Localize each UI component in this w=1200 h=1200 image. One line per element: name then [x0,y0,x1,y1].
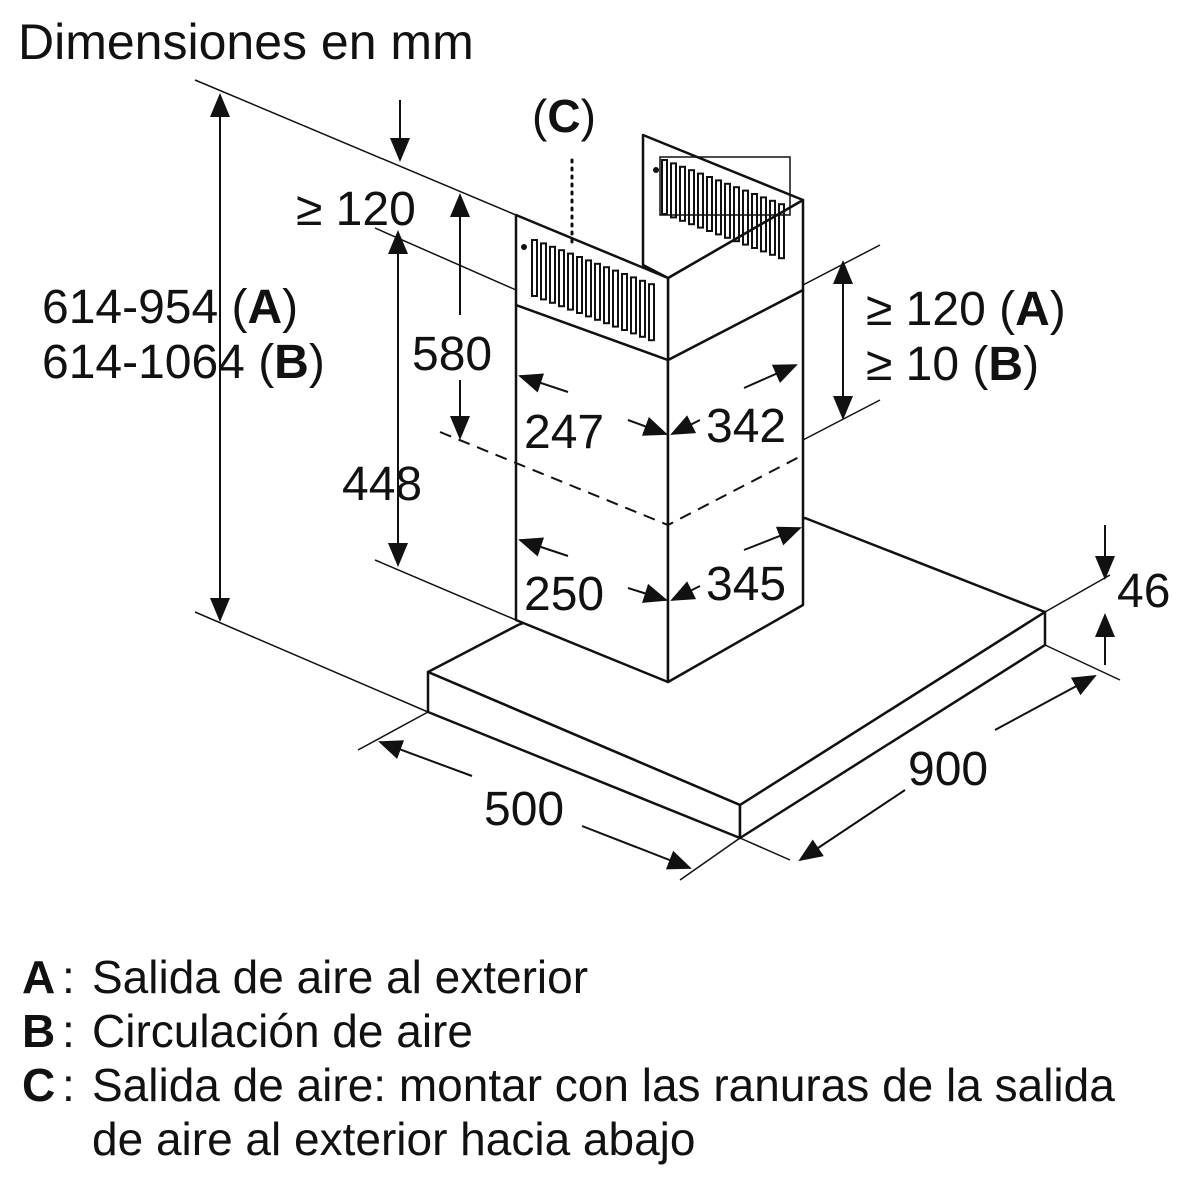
label-247: 247 [524,406,604,459]
vent-slot [715,179,722,236]
screw-icon [653,167,659,173]
w342-arrow-right [743,364,798,389]
vent-slot [733,186,740,243]
upper-chimney [514,133,805,362]
d500-arrow-right [581,825,692,870]
vent-slot [630,276,637,335]
legend-text: Salida de aire: montar con las ranuras d… [92,1059,1115,1165]
vent-slot [670,162,677,219]
legend-text: Circulación de aire [92,1005,473,1057]
vent-slot [724,182,731,239]
vent-slot [603,266,610,325]
vent-slot [576,256,583,314]
vent-slots-left [531,239,655,342]
vent-slot [531,239,538,297]
vent-slot [769,199,776,256]
label-right-a: ≥ 120 (A) [866,283,1066,336]
legend: A:Salida de aire al exterior B:Circulaci… [22,950,1192,1166]
label-345: 345 [706,558,786,611]
vent-slot [751,193,758,249]
label-height-a: 614-954 (A) [42,281,298,334]
vent-slot [540,242,547,301]
diagram-title: Dimensiones en mm [18,14,474,70]
legend-item-a: A:Salida de aire al exterior [22,950,1192,1004]
legend-key: B [22,1005,56,1057]
vent-slot [585,259,592,318]
label-342: 342 [706,400,786,453]
label-right-b: ≥ 10 (B) [866,338,1039,391]
vent-slot [639,279,646,338]
lower-chimney [514,288,805,684]
vent-slot [742,189,749,246]
label-448: 448 [342,458,422,511]
vent-slot [648,283,655,342]
label-580: 580 [412,328,492,381]
label-250: 250 [524,568,604,621]
legend-item-c: C:Salida de aire: montar con las ranuras… [22,1058,1192,1166]
d500-arrow-left [378,740,473,777]
vent-slot [688,169,695,226]
legend-text: Salida de aire al exterior [92,951,589,1003]
w342-arrow-left [670,415,701,435]
vent-slots-back [661,159,785,260]
vent-slot [549,245,556,304]
w900-arrow-right [994,675,1097,731]
vent-slot [778,203,785,260]
w247-arrow-right [627,417,668,436]
vent-slot [697,172,704,229]
vent-slot [661,159,668,215]
label-height-b: 614-1064 (B) [42,336,325,389]
vent-slot [558,249,565,308]
w345-arrow-left [670,581,701,601]
dimension-arrows [210,93,1115,870]
vent-slot [679,165,686,222]
vent-slot [760,196,767,253]
w250-arrow-right [627,583,668,603]
w250-arrow-left [518,537,569,557]
label-900: 900 [908,743,988,796]
label-46: 46 [1117,565,1170,618]
legend-key: A [22,951,56,1003]
w345-arrow-right [743,526,802,551]
label-500: 500 [484,783,564,836]
w900-arrow-left [798,789,906,862]
center-line-dashed [439,431,804,527]
w247-arrow-left [518,373,569,393]
label-c: (C) [532,90,596,142]
screw-icon [521,244,527,250]
vent-slot [612,269,619,328]
vent-slot [567,252,574,311]
vent-slot [621,273,628,331]
hood-canopy [426,516,1047,840]
legend-item-b: B:Circulación de aire [22,1004,1192,1058]
vent-slot [594,262,601,321]
legend-key: C [22,1059,56,1111]
vent-slot [706,176,713,232]
label-min-top: ≥ 120 [296,183,416,236]
